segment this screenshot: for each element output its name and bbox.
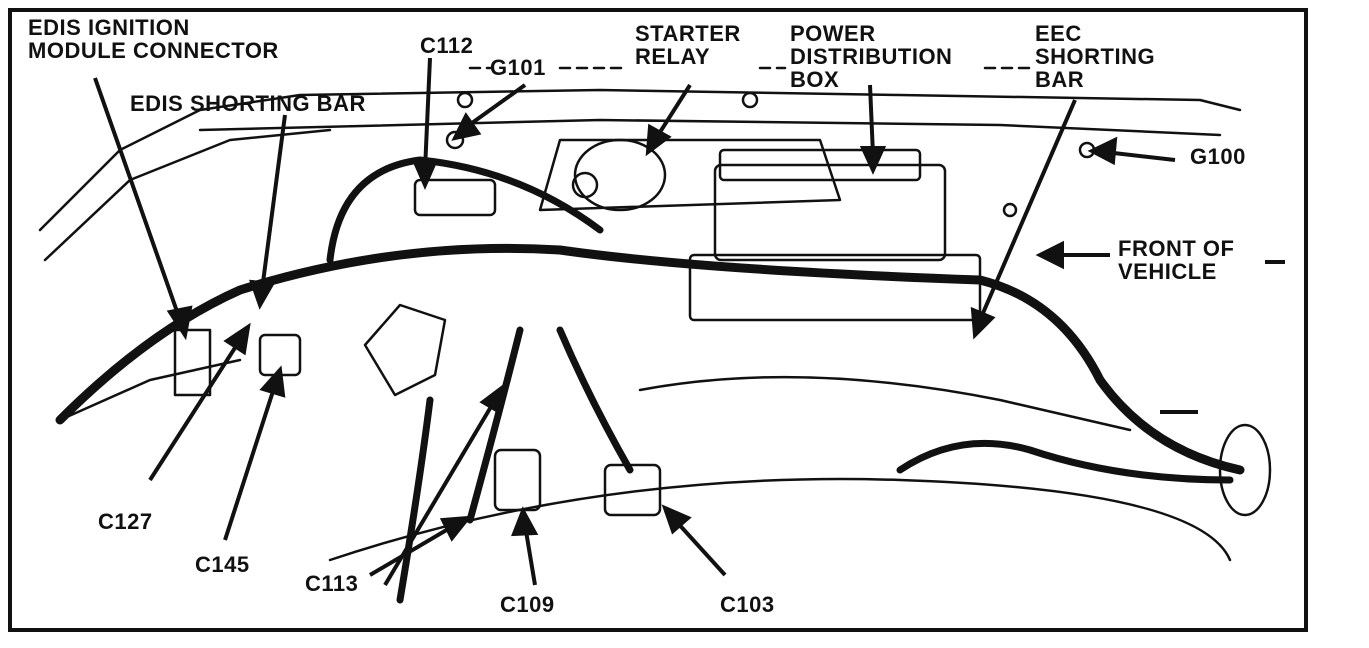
starter-relay-shape: [573, 138, 667, 212]
c109-connector-shape: [493, 448, 542, 512]
label-c113: C113: [305, 571, 359, 596]
label-g100: G100: [1190, 144, 1246, 169]
arrow-c112: [423, 57, 432, 171]
arrow-power-box: [868, 84, 875, 156]
grommet: [1218, 423, 1272, 517]
diagram-frame: [8, 8, 1308, 632]
arrow-c127: [148, 338, 242, 482]
c103-connector-shape: [603, 463, 662, 517]
label-c127: C127: [98, 509, 153, 534]
label-c103: C103: [720, 592, 775, 617]
arrow-c113: [368, 523, 457, 577]
label-c145: C145: [195, 552, 250, 577]
strut-tower: [538, 138, 842, 212]
harness-drop-1: [396, 396, 434, 604]
harness-drop-2: [466, 326, 524, 524]
arrow-c145: [223, 384, 277, 541]
label-c112: C112: [420, 33, 474, 58]
bolt: [741, 91, 759, 109]
arrow-eec-bar: [978, 99, 1077, 321]
g101-stud: [445, 130, 465, 150]
harness-drop-3: [556, 326, 634, 474]
arrow-edis-module: [93, 77, 182, 321]
power-distribution-box-shape: [713, 163, 947, 262]
cowl-line: [198, 118, 1222, 137]
arrow-c113b: [383, 398, 497, 587]
floor-curve: [328, 477, 1232, 562]
label-edis-shorting-bar: EDIS SHORTING BAR: [130, 91, 366, 116]
relay-terminal: [571, 171, 599, 199]
arrow-c103: [673, 518, 727, 577]
harness-right: [896, 439, 1234, 484]
arrow-edis-shorting-bar: [260, 114, 287, 291]
c112-connector-shape: [413, 178, 497, 217]
label-starter-relay: STARTER RELAY: [635, 21, 741, 69]
fender-outline: [38, 88, 1242, 232]
label-c109: C109: [500, 592, 555, 617]
bolt: [1002, 202, 1018, 218]
junction-block: [363, 303, 447, 397]
harness-main: [55, 243, 1245, 475]
label-front-of-vehicle: FRONT OF VEHICLE: [1118, 236, 1235, 284]
bolt: [456, 91, 474, 109]
arrow-g100: [1104, 150, 1176, 162]
label-power-distribution-box: POWER DISTRIBUTION BOX: [790, 21, 953, 92]
floor-curve-2: [638, 375, 1132, 432]
label-g101: G101: [490, 55, 546, 80]
pdb-lid: [718, 148, 922, 182]
edis-module-shape: [173, 328, 212, 397]
arrow-g101: [463, 83, 527, 130]
label-edis-ignition-module-connector: EDIS IGNITION MODULE CONNECTOR: [28, 15, 279, 63]
label-eec-shorting-bar: EEC SHORTING BAR: [1035, 21, 1156, 92]
fender-inner: [43, 128, 332, 262]
pdb-tray: [688, 253, 982, 322]
